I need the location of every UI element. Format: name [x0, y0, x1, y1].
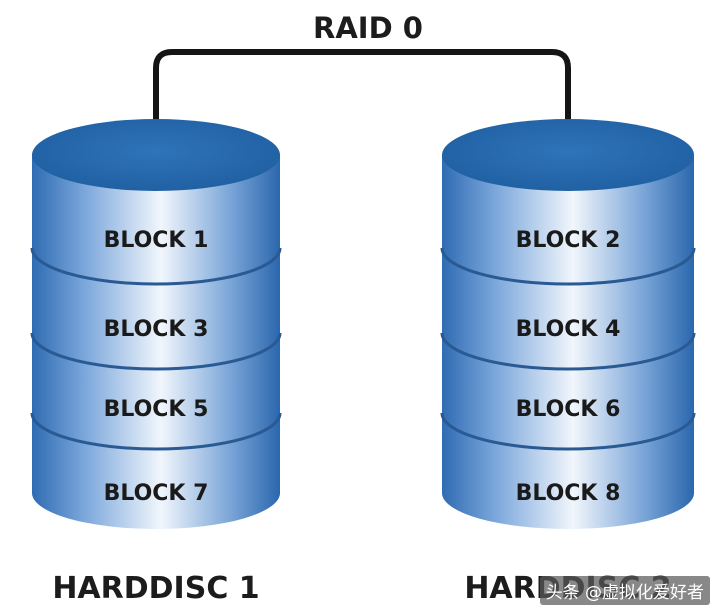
cylinder-top	[442, 119, 694, 191]
watermark-overlay: 头条 @虚拟化爱好者	[539, 576, 710, 605]
block-label: BLOCK 4	[516, 317, 621, 342]
block-label: BLOCK 2	[516, 228, 621, 253]
harddisc-2-cylinder: BLOCK 2 BLOCK 4 BLOCK 6 BLOCK 8	[440, 119, 696, 529]
band-divider	[440, 247, 696, 286]
band-divider	[30, 412, 282, 451]
raid-title: RAID 0	[313, 11, 423, 45]
band-divider	[30, 247, 282, 286]
band-divider	[30, 332, 282, 371]
cylinder-body	[442, 155, 694, 529]
band-divider	[440, 412, 696, 451]
harddisc-1-label: HARDDISC 1	[52, 571, 259, 606]
harddisc-1-cylinder: BLOCK 1 BLOCK 3 BLOCK 5 BLOCK 7	[30, 119, 282, 529]
block-label: BLOCK 8	[516, 481, 621, 506]
block-label: BLOCK 1	[104, 228, 209, 253]
block-label: BLOCK 7	[104, 481, 209, 506]
block-label: BLOCK 5	[104, 397, 209, 422]
block-label: BLOCK 3	[104, 317, 209, 342]
cylinder-top	[32, 119, 280, 191]
block-label: BLOCK 6	[516, 397, 621, 422]
raid-connector-line	[153, 49, 571, 158]
cylinder-body	[32, 155, 280, 529]
band-divider	[440, 332, 696, 371]
